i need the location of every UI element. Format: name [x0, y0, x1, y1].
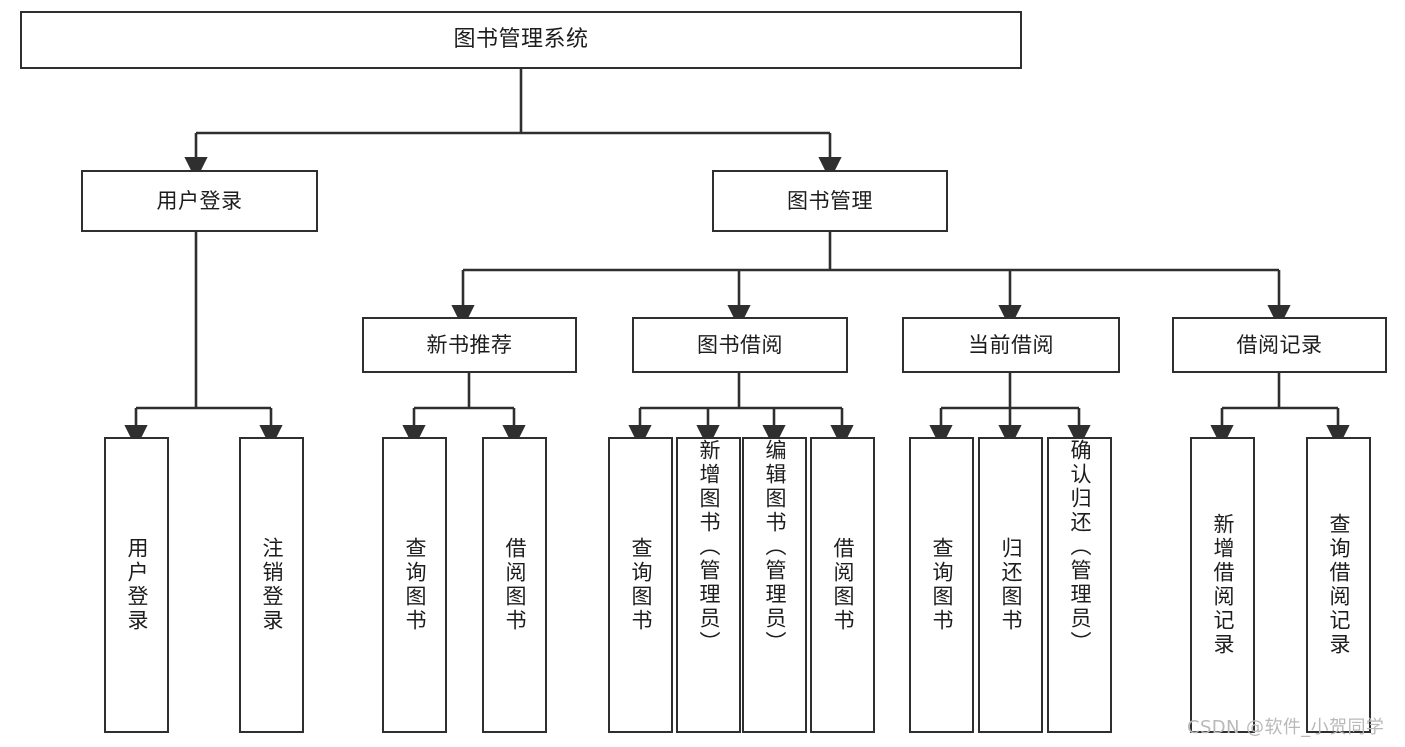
leaf-current-borrow-confirm-return-admin[interactable]: 确认归还（管理员）: [1047, 437, 1112, 733]
node-label: 查询图书: [629, 537, 653, 633]
leaf-new-book-borrow-book[interactable]: 借阅图书: [482, 437, 547, 733]
node-label: 新增借阅记录: [1211, 513, 1235, 657]
leaf-user-login-logout[interactable]: 注销登录: [239, 437, 304, 733]
node-label: 新增图书（管理员）: [697, 439, 721, 655]
node-borrow-record[interactable]: 借阅记录: [1172, 317, 1387, 373]
leaf-book-borrow-edit-book-admin[interactable]: 编辑图书（管理员）: [742, 437, 807, 733]
node-label: 当前借阅: [968, 332, 1054, 357]
leaf-borrow-record-query-record[interactable]: 查询借阅记录: [1306, 437, 1371, 733]
node-label: 查询借阅记录: [1327, 513, 1351, 657]
node-book-borrow[interactable]: 图书借阅: [632, 317, 848, 373]
node-label: 借阅图书: [503, 537, 527, 633]
node-label: 借阅记录: [1236, 332, 1323, 357]
node-label: 归还图书: [999, 537, 1023, 633]
node-book-management[interactable]: 图书管理: [712, 170, 948, 232]
node-label: 图书管理系统: [453, 27, 589, 53]
node-label: 查询图书: [930, 537, 954, 633]
node-current-borrow[interactable]: 当前借阅: [902, 317, 1120, 373]
node-label: 用户登录: [156, 188, 243, 213]
node-label: 编辑图书（管理员）: [763, 439, 787, 655]
leaf-current-borrow-query-book[interactable]: 查询图书: [909, 437, 974, 733]
node-label: 图书借阅: [697, 332, 783, 357]
csdn-watermark: CSDN @软件_小贺同学: [1187, 717, 1385, 738]
leaf-new-book-query-book[interactable]: 查询图书: [382, 437, 447, 733]
node-label: 新书推荐: [426, 332, 513, 357]
leaf-book-borrow-add-book-admin[interactable]: 新增图书（管理员）: [676, 437, 741, 733]
leaf-user-login-login[interactable]: 用户登录: [104, 437, 169, 733]
leaf-current-borrow-return-book[interactable]: 归还图书: [978, 437, 1043, 733]
node-label: 用户登录: [125, 537, 149, 633]
node-new-book-recommend[interactable]: 新书推荐: [362, 317, 577, 373]
node-label: 注销登录: [260, 537, 284, 633]
leaf-borrow-record-add-record[interactable]: 新增借阅记录: [1190, 437, 1255, 733]
node-label: 查询图书: [403, 537, 427, 633]
leaf-book-borrow-borrow-book[interactable]: 借阅图书: [810, 437, 875, 733]
leaf-book-borrow-query-book[interactable]: 查询图书: [608, 437, 673, 733]
node-label: 借阅图书: [831, 537, 855, 633]
node-label: 图书管理: [787, 188, 873, 213]
node-user-login[interactable]: 用户登录: [81, 170, 318, 232]
node-label: 确认归还（管理员）: [1068, 439, 1092, 655]
node-root-book-management-system[interactable]: 图书管理系统: [20, 11, 1022, 69]
